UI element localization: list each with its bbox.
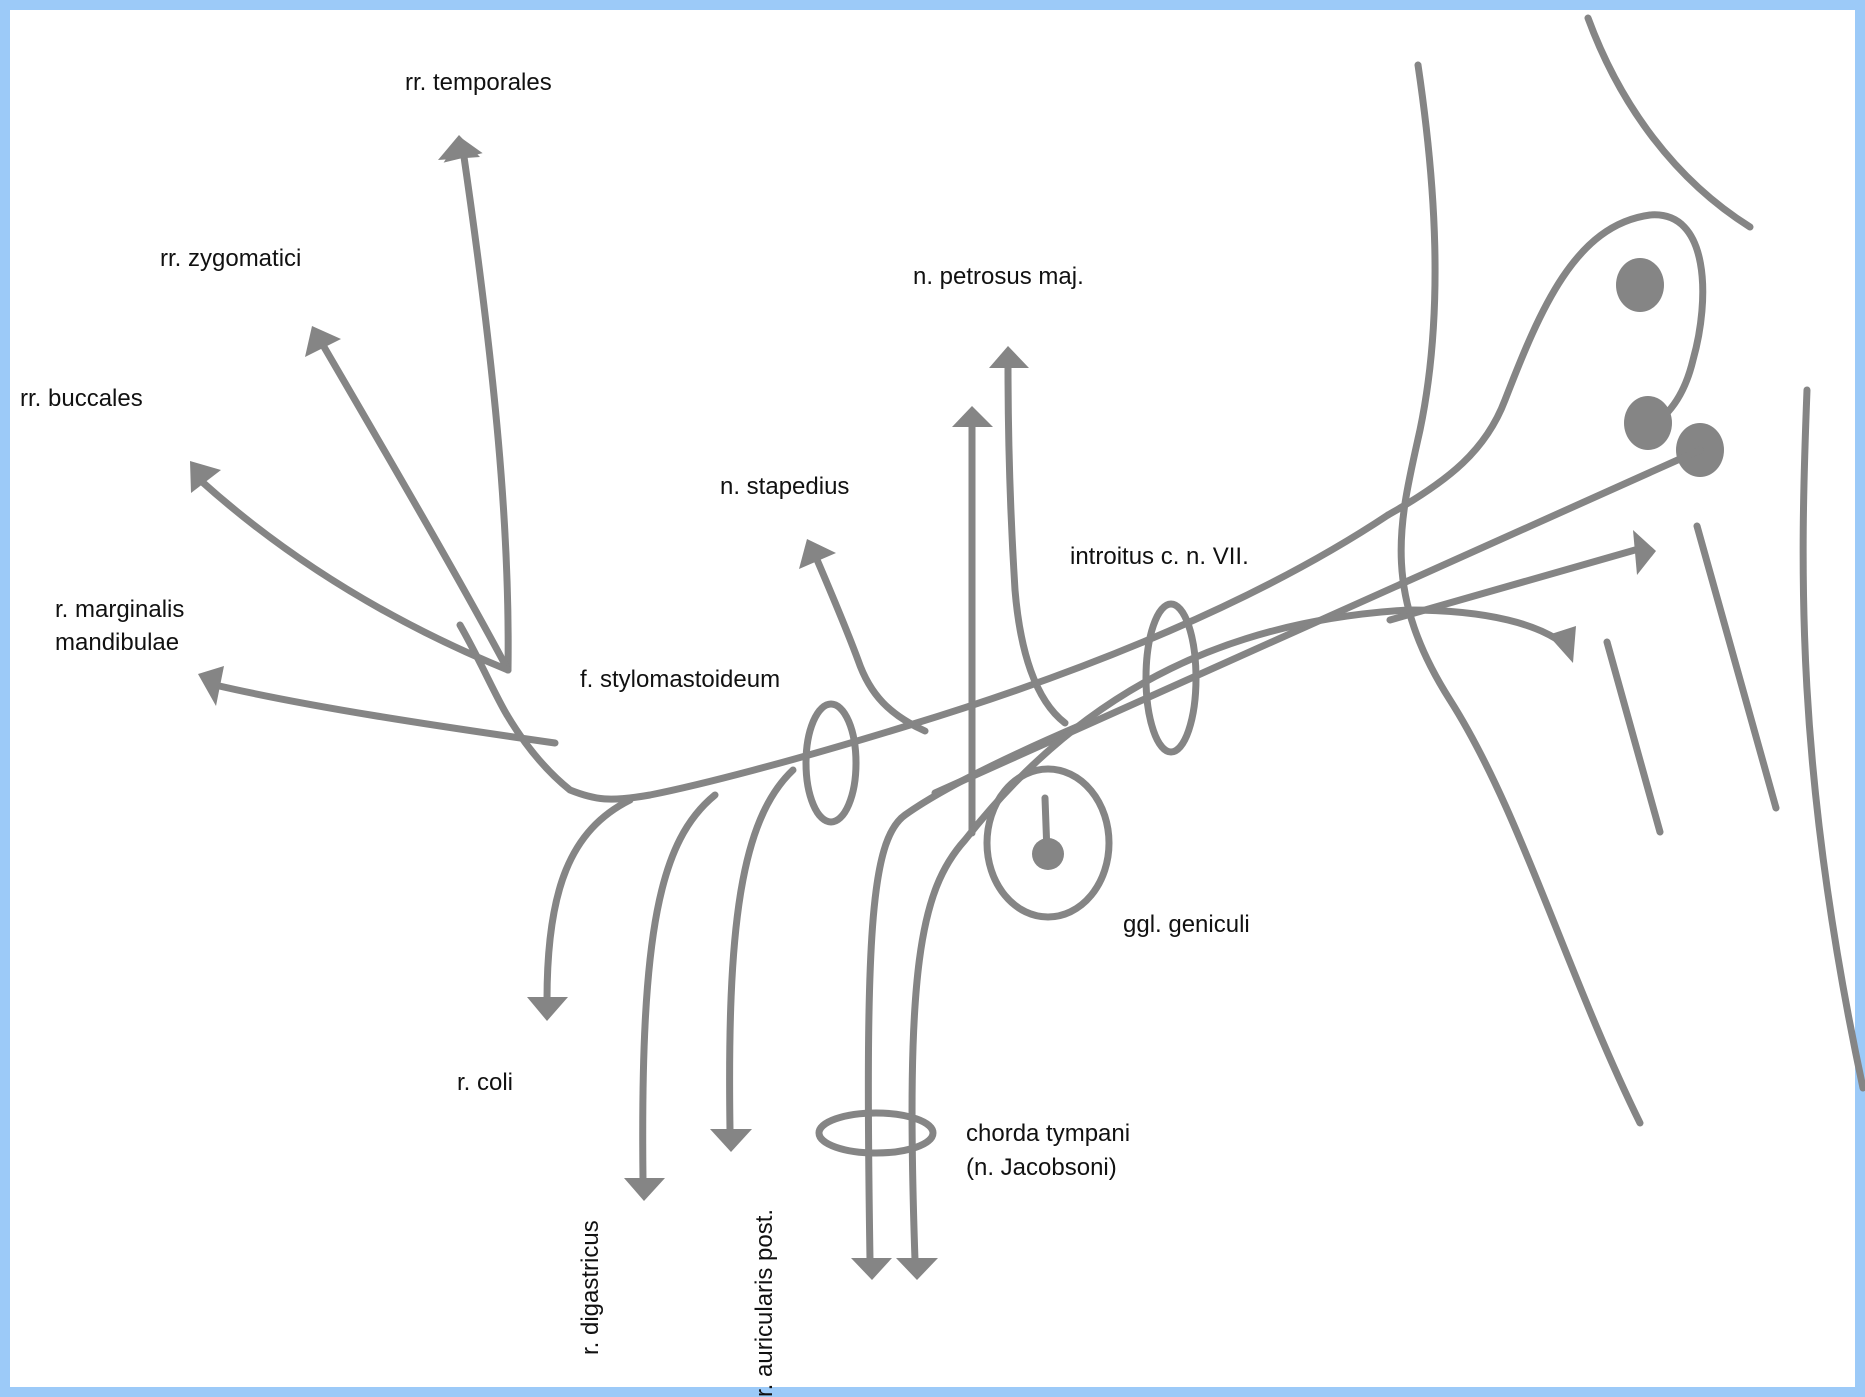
label-n-petrosus-maj: n. petrosus maj. (913, 263, 1084, 290)
label-introitus: introitus c. n. VII. (1070, 543, 1249, 570)
arrowhead-chorda-outer (851, 1258, 892, 1280)
arrowhead-right-lower (1548, 626, 1576, 663)
branch-zygomatici (316, 336, 512, 674)
label-ggl-geniculi: ggl. geniculi (1123, 911, 1250, 938)
outline-bar-1 (1693, 522, 1780, 812)
label-r-coli: r. coli (457, 1069, 513, 1096)
nucleus-dot-1 (1616, 258, 1664, 312)
label-rr-buccales: rr. buccales (20, 385, 143, 412)
arrowhead-marginalis (198, 666, 224, 706)
ring-stylomastoideum (802, 700, 860, 826)
ganglion-geniculi (983, 765, 1113, 921)
arrowhead-coli (527, 997, 568, 1021)
facial-nerve-diagram: rr. temporales rr. zygomatici rr. buccal… (20, 14, 1865, 1397)
branch-marginalis (211, 681, 559, 747)
label-r-auricularis-post: r. auricularis post. (751, 1209, 778, 1397)
nucleus-dot-2 (1624, 396, 1672, 450)
ganglion-dot (1032, 838, 1064, 870)
arrowhead-right-upper (1633, 530, 1656, 575)
outline-curve-top (1584, 14, 1754, 231)
arrowhead-auricularis-post (710, 1129, 752, 1152)
arrowhead-ganglion-vertical (952, 406, 993, 427)
branch-right-lower (1404, 606, 1569, 649)
nucleus-loop (1384, 211, 1707, 519)
arrowhead-zygomatici (305, 326, 341, 357)
arrowhead-chorda-inner (896, 1258, 938, 1280)
outline-far-right (1799, 386, 1865, 1092)
arrowhead-stapedius (799, 539, 836, 569)
label-rr-temporales: rr. temporales (405, 69, 552, 96)
branch-temporales (459, 146, 512, 674)
label-f-stylomastoideum: f. stylomastoideum (580, 666, 780, 693)
branch-auricularis-post (726, 766, 797, 1134)
outline-sinuous-boundary (1397, 61, 1644, 1127)
chorda-tympani-inner (908, 606, 1412, 1264)
branch-coli (543, 796, 634, 1004)
main-trunk (503, 511, 1392, 803)
arrowhead-petrosus-maj (989, 346, 1029, 368)
ring-chorda-tympani (815, 1109, 937, 1157)
outline-bar-2 (1603, 638, 1664, 836)
trunk-to-fan (456, 621, 511, 719)
label-n-stapedius: n. stapedius (720, 473, 849, 500)
branch-petrosus-maj (1004, 361, 1069, 727)
branch-buccales (196, 476, 512, 674)
label-rr-zygomatici: rr. zygomatici (160, 245, 301, 272)
label-chorda-tympani-1: chorda tympani (966, 1120, 1130, 1147)
arrowhead-temporales-tip (438, 135, 480, 160)
branch-digastricus (639, 791, 719, 1184)
chorda-tympani-outer (864, 722, 1083, 1264)
label-chorda-tympani-2: (n. Jacobsoni) (966, 1154, 1117, 1181)
arrowhead-digastricus (624, 1178, 665, 1201)
label-r-marginalis-2: mandibulae (55, 629, 179, 656)
branch-stapedius (811, 551, 929, 735)
label-r-digastricus: r. digastricus (577, 1220, 604, 1355)
label-r-marginalis-1: r. marginalis (55, 596, 184, 623)
arrowhead-buccales (190, 461, 221, 493)
ring-introitus (1142, 600, 1200, 756)
